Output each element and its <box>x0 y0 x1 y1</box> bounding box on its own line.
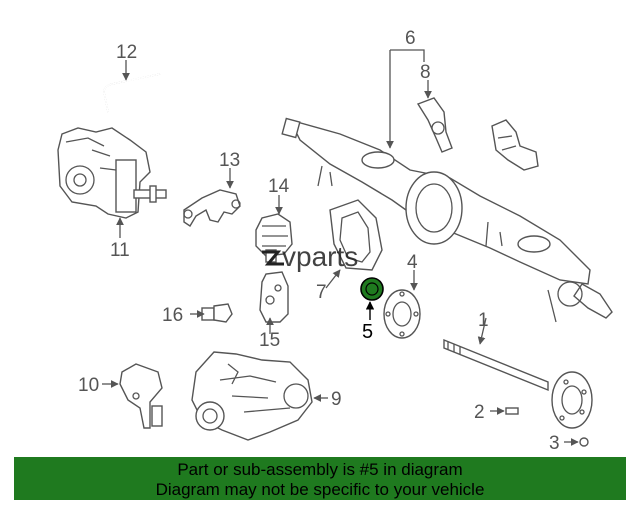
banner-line-1: Part or sub-assembly is #5 in diagram <box>177 460 463 479</box>
callout-15: 15 <box>259 330 280 351</box>
sensor-part <box>201 303 233 323</box>
differential-carrier-part <box>191 351 313 441</box>
actuator-part <box>255 213 293 263</box>
vparts-logo: vparts <box>262 241 358 272</box>
parts-diagram: 12 11 13 14 15 16 <box>57 28 613 454</box>
info-banner: Part or sub-assembly is #5 in diagram Di… <box>14 457 626 500</box>
banner-line-2: Diagram may not be specific to your vehi… <box>155 480 485 499</box>
callout-11: 11 <box>110 240 130 261</box>
callout-13: 13 <box>219 150 240 171</box>
stud-part <box>505 407 519 415</box>
axle-housing-part <box>281 117 613 323</box>
callout-9: 9 <box>331 389 342 410</box>
callout-12: 12 <box>116 42 137 63</box>
flange-gasket-part <box>383 289 421 339</box>
shift-fork-part <box>183 189 241 227</box>
bracket-part <box>259 271 289 323</box>
callout-16: 16 <box>162 305 183 326</box>
axle-shaft-part <box>443 338 593 429</box>
nut-part <box>579 437 589 447</box>
callout-3: 3 <box>549 433 560 454</box>
callout-14: 14 <box>268 176 290 197</box>
callout-8: 8 <box>420 62 431 83</box>
mount-bracket-part <box>119 363 163 429</box>
callout-10: 10 <box>78 375 99 396</box>
callout-7: 7 <box>316 282 327 303</box>
seal-part-highlighted <box>360 277 384 301</box>
callout-6: 6 <box>405 28 416 49</box>
transfer-case-part <box>57 127 167 219</box>
watermark-text: vparts <box>282 241 358 272</box>
connector-part <box>416 97 539 171</box>
callout-4: 4 <box>407 252 418 273</box>
callout-5: 5 <box>362 321 373 343</box>
callout-1: 1 <box>478 310 489 331</box>
gasket-part <box>329 199 383 271</box>
callout-2: 2 <box>474 402 485 423</box>
hex-key-part <box>103 73 161 113</box>
